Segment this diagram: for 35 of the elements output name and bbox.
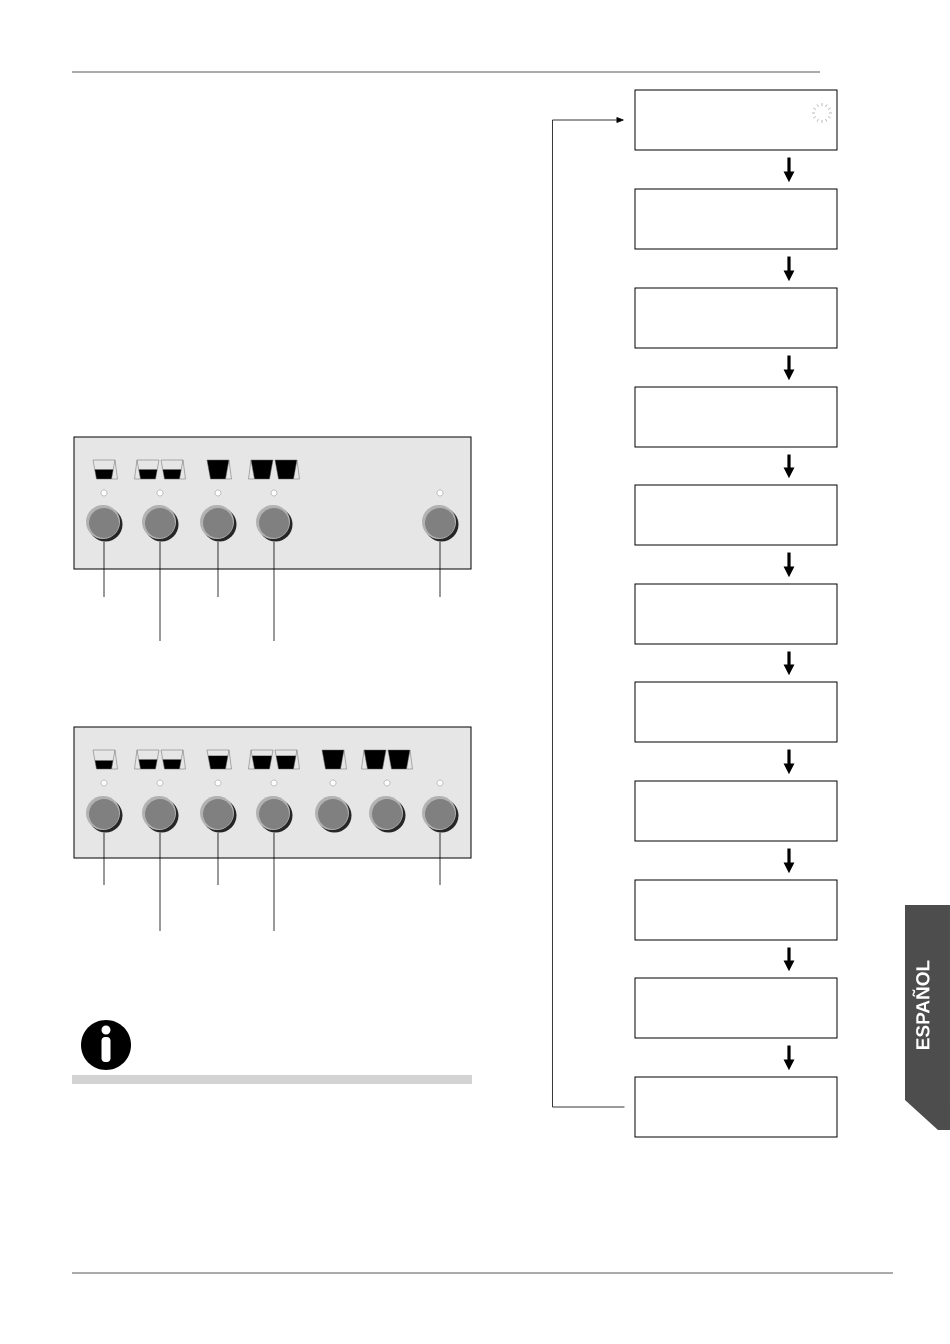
- round-button: [86, 505, 123, 542]
- display-box: [634, 484, 838, 546]
- round-button: [86, 796, 123, 833]
- round-button: [369, 796, 406, 833]
- display-box: [634, 188, 838, 250]
- round-button: [142, 796, 179, 833]
- round-button: [142, 505, 179, 542]
- round-button: [315, 796, 352, 833]
- round-button: [422, 796, 459, 833]
- display-box: [634, 287, 838, 349]
- display-box: [634, 780, 838, 842]
- display-box: [634, 1076, 838, 1138]
- leader-line: [159, 541, 161, 642]
- round-button: [256, 796, 293, 833]
- round-button: [256, 505, 293, 542]
- display-box: [634, 977, 838, 1039]
- arrow: [552, 117, 625, 1108]
- round-button: [200, 505, 237, 542]
- display-box: [634, 879, 838, 941]
- leader-line: [217, 832, 219, 886]
- display-box: [634, 386, 838, 448]
- leader-line: [159, 832, 161, 932]
- leader-line: [439, 541, 441, 598]
- round-button: [422, 505, 459, 542]
- language-tab: ESPAÑOL: [905, 905, 950, 1130]
- leader-line: [103, 541, 105, 598]
- round-button: [200, 796, 237, 833]
- leader-line: [439, 832, 441, 886]
- leader-line: [217, 541, 219, 598]
- leader-line: [273, 832, 275, 932]
- leader-line: [103, 832, 105, 886]
- leader-line: [273, 541, 275, 642]
- display-box: [634, 583, 838, 645]
- display-box: [634, 681, 838, 743]
- display-box: [634, 89, 838, 151]
